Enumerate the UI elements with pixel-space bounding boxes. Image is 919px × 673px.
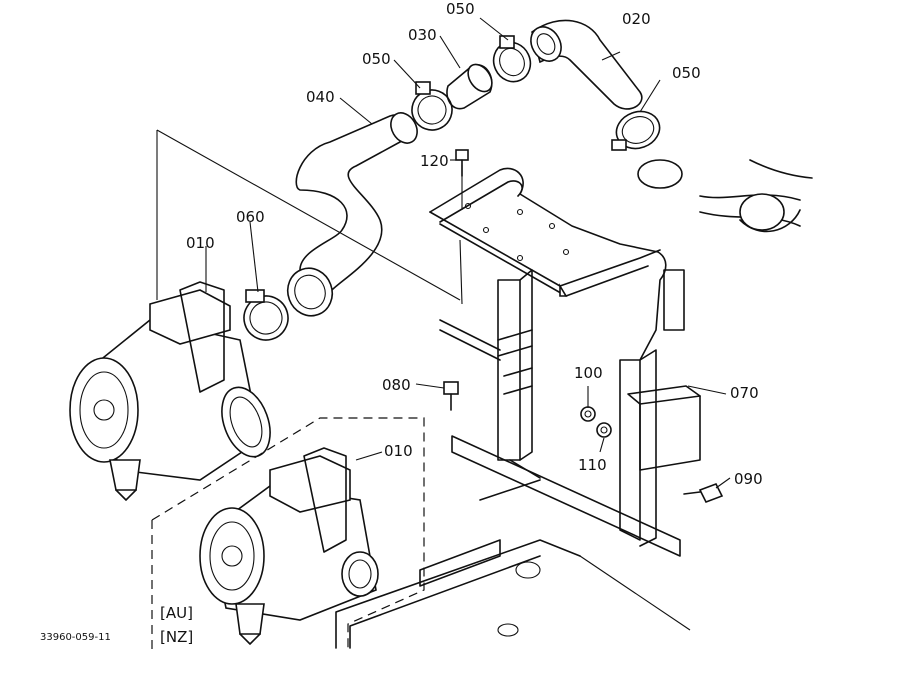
label-010-upper: 010	[186, 234, 215, 252]
bolt-090	[683, 482, 724, 504]
base-panel	[335, 539, 691, 649]
label-050-top: 050	[446, 0, 475, 18]
callout-leaders	[205, 17, 731, 489]
label-040: 040	[306, 88, 335, 106]
straight-hose-030	[446, 63, 493, 110]
washer-110	[596, 422, 612, 438]
label-020: 020	[622, 10, 651, 28]
variant-nz-label: [NZ]	[160, 628, 193, 646]
label-120: 120	[420, 152, 449, 170]
air-cleaner-lower	[199, 447, 379, 645]
bolt-080	[443, 381, 459, 411]
variant-au-label: [AU]	[160, 604, 193, 622]
air-cleaner-upper	[69, 281, 271, 501]
hose-clamp-left	[411, 81, 453, 131]
intake-duct	[637, 159, 813, 233]
label-080: 080	[382, 376, 411, 394]
label-090: 090	[734, 470, 763, 488]
hose-clamp-060	[243, 289, 289, 341]
label-060: 060	[236, 208, 265, 226]
mounting-frame-070	[429, 167, 701, 557]
label-110: 110	[578, 456, 607, 474]
reference-code: 33960-059-11	[40, 632, 111, 643]
label-100: 100	[574, 364, 603, 382]
variant-region	[151, 417, 425, 650]
bolt-120	[455, 149, 469, 177]
label-070: 070	[730, 384, 759, 402]
variant-labels: [AU] [NZ]	[160, 604, 193, 646]
part-labels: 020 030 040 050 050 050 060 010 010 120 …	[186, 0, 763, 488]
label-050-right: 050	[672, 64, 701, 82]
hose-clamp-top	[492, 35, 532, 83]
label-050-left: 050	[362, 50, 391, 68]
s-hose-040	[286, 112, 418, 317]
nut-100	[580, 406, 596, 422]
elbow-hose-020	[530, 19, 643, 110]
label-030: 030	[408, 26, 437, 44]
label-010-lower: 010	[384, 442, 413, 460]
hose-clamp-right	[611, 110, 661, 151]
